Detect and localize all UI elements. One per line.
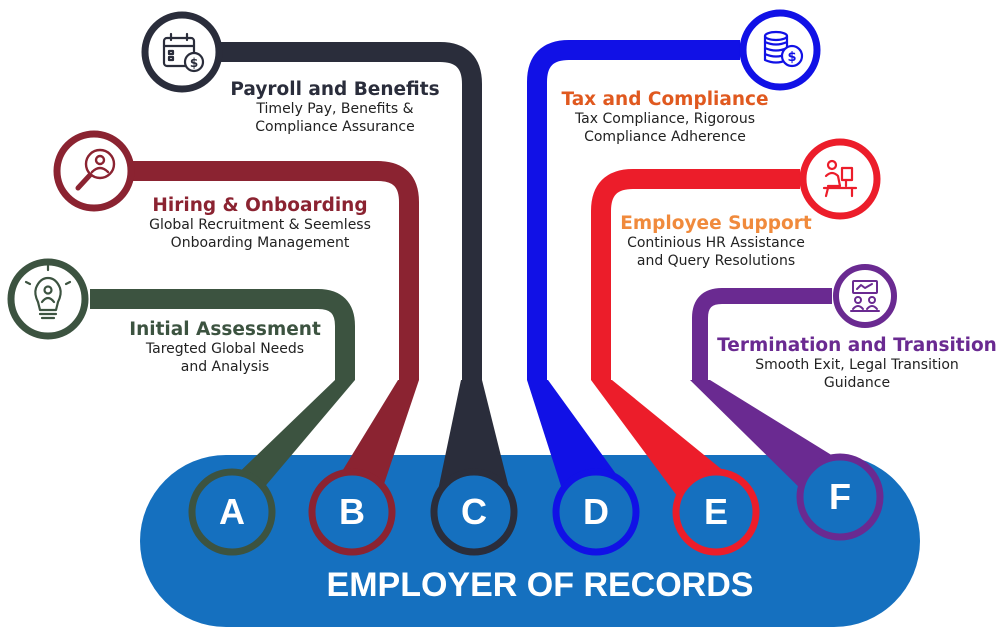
magnifier-user-icon (75, 148, 116, 191)
item-e-desc-line2: and Query Resolutions (636, 252, 796, 269)
item-d-desc-line2: Compliance Adherence (584, 128, 746, 145)
item-c-desc-line1: Timely Pay, Benefits & (256, 101, 414, 118)
connector-line-a (90, 289, 355, 380)
item-e-label: Employee Support Continious HR Assistanc… (588, 212, 844, 270)
connector-line-f (692, 288, 832, 380)
meeting-board-icon (850, 280, 880, 312)
icon-ring-f (833, 264, 897, 328)
item-d-label: Tax and Compliance Tax Compliance, Rigor… (540, 88, 790, 146)
letter-b: B (339, 491, 365, 532)
letter-f: F (829, 476, 851, 517)
letter-ring-b (308, 468, 396, 556)
desk-worker-icon (822, 159, 858, 198)
item-c-desc-line2: Compliance Assurance (255, 118, 415, 135)
svg-text:$: $ (190, 56, 198, 70)
connector-line-c (220, 42, 482, 380)
item-b-desc-line2: Onboarding Management (170, 234, 350, 251)
svg-text:$: $ (787, 50, 796, 65)
item-c-title: Payroll and Benefits (230, 79, 440, 100)
item-a-label: Initial Assessment Taregted Global Needs… (100, 318, 350, 376)
coins-dollar-icon: $ (763, 30, 804, 68)
letter-d: D (583, 491, 609, 532)
letter-ring-e (672, 468, 760, 556)
letter-ring-c (430, 468, 518, 556)
calendar-dollar-icon: $ (162, 32, 205, 73)
item-e-desc-line1: Continious HR Assistance (627, 235, 805, 252)
item-e-title: Employee Support (620, 213, 812, 234)
lightbulb-person-icon (24, 264, 72, 320)
letter-e: E (703, 491, 728, 532)
connector-line-b (130, 161, 419, 380)
item-a-desc-line1: Taregted Global Needs (145, 341, 305, 358)
item-f-label: Termination and Transition Smooth Exit, … (712, 334, 1002, 392)
item-b-label: Hiring & Onboarding Global Recruitment &… (120, 194, 400, 252)
item-f-desc-line1: Smooth Exit, Legal Transition (755, 357, 959, 374)
item-f-title: Termination and Transition (717, 335, 997, 356)
item-b-title: Hiring & Onboarding (152, 195, 368, 216)
item-f-desc-line2: Guidance (823, 374, 891, 391)
item-d-desc-line1: Tax Compliance, Rigorous (574, 111, 756, 128)
letter-a: A (219, 491, 245, 532)
item-a-desc-line2: and Analysis (180, 358, 270, 375)
icon-ring-c (141, 11, 223, 93)
item-c-label: Payroll and Benefits Timely Pay, Benefit… (205, 78, 465, 136)
letter-ring-a (188, 468, 276, 556)
item-d-title: Tax and Compliance (561, 89, 769, 110)
item-b-desc-line1: Global Recruitment & Seemless (149, 217, 371, 234)
footer-title: EMPLOYER OF RECORDS (326, 566, 754, 604)
connector-line-e (591, 169, 800, 380)
item-a-title: Initial Assessment (129, 319, 321, 340)
icon-ring-e (799, 138, 881, 220)
funnel-c (436, 380, 512, 500)
letter-c: C (461, 491, 487, 532)
letter-ring-f (796, 453, 884, 541)
connector-line-d (527, 40, 740, 380)
letter-ring-d (552, 468, 640, 556)
